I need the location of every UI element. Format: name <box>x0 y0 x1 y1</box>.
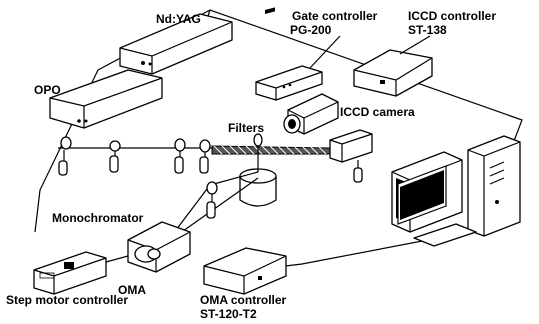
mirror-mount-4 <box>200 140 210 173</box>
label-monochromator: Monochromator <box>52 211 144 225</box>
leader-iccd-ctrl <box>400 36 430 54</box>
label-gate-controller-model: PG-200 <box>290 23 332 37</box>
mirror-mount-3 <box>175 139 185 173</box>
leader-gate <box>310 36 340 68</box>
label-ndyag: Nd:YAG <box>156 12 201 26</box>
mirror-mount-2 <box>110 141 120 172</box>
monochromator <box>128 222 190 272</box>
filter-fiber-bundle <box>212 146 330 154</box>
computer-monitor <box>392 152 462 232</box>
iccd-controller-st138 <box>354 50 432 96</box>
label-opo: OPO <box>34 83 61 97</box>
label-gate-controller: Gate controller <box>292 9 378 23</box>
iccd-camera <box>284 94 338 134</box>
opo-box <box>50 70 162 128</box>
label-iccd-camera: ICCD camera <box>340 105 415 119</box>
step-motor-controller <box>34 252 106 294</box>
label-iccd-controller-model: ST-138 <box>408 23 447 37</box>
sample-cell <box>240 134 276 206</box>
label-oma-controller: OMA controller <box>200 293 287 307</box>
label-step-motor-controller: Step motor controller <box>6 293 128 307</box>
label-filters: Filters <box>228 121 264 135</box>
cable-step-to-mono <box>106 256 128 262</box>
label-iccd-controller: ICCD controller <box>408 9 496 23</box>
label-oma-controller-model: ST-120-T2 <box>200 307 257 321</box>
oma-controller-st120t2 <box>204 248 286 294</box>
lens-mount <box>207 182 217 218</box>
fiber-detector-box <box>330 130 372 182</box>
mirror-mount-1 <box>59 137 71 175</box>
computer-tower <box>468 136 520 236</box>
